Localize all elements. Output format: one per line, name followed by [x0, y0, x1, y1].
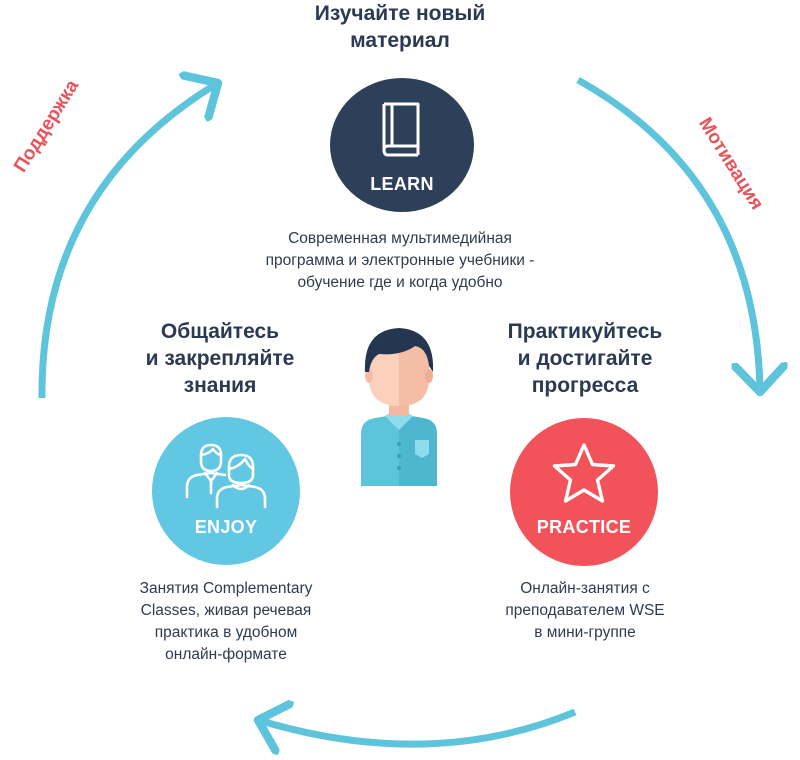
learn-heading: Изучайте новый материал — [314, 2, 486, 52]
learn-label: LEARN — [370, 173, 434, 194]
practice-heading: Практикуйтесь и достигайте прогресса — [507, 320, 663, 397]
learn-description: Современная мультимедийная программа и э… — [265, 230, 535, 291]
enjoy-label: ENJOY — [194, 516, 258, 537]
arrow-support — [38, 83, 218, 399]
star-icon — [552, 442, 616, 503]
learn-circle: LEARN — [330, 78, 474, 212]
people-icon — [185, 443, 267, 508]
arrow-bottom — [258, 712, 577, 744]
practice-description: Онлайн-занятия с преподавателем WSE в ми… — [505, 580, 665, 641]
practice-circle: PRACTICE — [510, 418, 658, 566]
student-icon — [361, 328, 437, 486]
book-icon — [382, 102, 420, 156]
practice-label: PRACTICE — [536, 516, 632, 537]
enjoy-circle: ENJOY — [152, 417, 300, 565]
enjoy-heading: Общайтесь и закрепляйте знания — [145, 320, 295, 397]
enjoy-description: Занятия Complementary Classes, живая реч… — [139, 580, 313, 663]
arrow-motivation — [576, 76, 760, 392]
